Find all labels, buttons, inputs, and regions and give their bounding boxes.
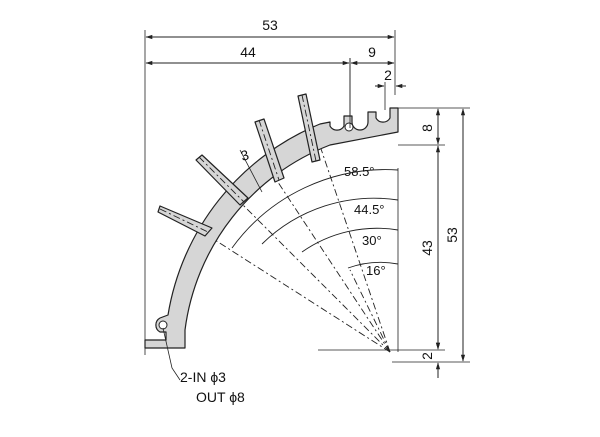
radial-line-44 <box>217 179 391 353</box>
hole-callout-line2: OUT ϕ8 <box>196 389 245 405</box>
arc-30 <box>301 227 399 253</box>
radial-line-58 <box>167 209 391 353</box>
top-hole <box>344 122 354 132</box>
angle-58-label: 58.5° <box>344 164 375 179</box>
fin-2-slot <box>198 156 245 203</box>
radial-line-30 <box>261 157 391 353</box>
dim-53-height-label: 53 <box>444 227 460 243</box>
radial-line-inner <box>349 269 391 353</box>
heatsink-profile <box>144 93 399 349</box>
angle-44-label: 44.5° <box>354 202 385 217</box>
dim-53-width-label: 53 <box>262 17 278 33</box>
bottom-hole <box>158 320 168 330</box>
fin-thickness-label: 3 <box>239 146 251 164</box>
fin-4-slot <box>301 94 317 162</box>
angle-construction <box>167 139 399 353</box>
radial-line-16 <box>317 139 391 353</box>
arc-16 <box>347 261 399 269</box>
dim-43-label: 43 <box>419 240 435 256</box>
hole-callout-leader <box>162 327 181 381</box>
dim-2-top-label: 2 <box>384 67 392 83</box>
height-dimensions <box>318 107 470 378</box>
fin-1 <box>157 205 213 237</box>
fin-1-slot <box>159 208 209 233</box>
arc-44 <box>261 197 399 245</box>
angle-30-label: 30° <box>362 233 382 248</box>
angle-16-label: 16° <box>366 263 386 278</box>
dim-8-label: 8 <box>419 124 435 132</box>
hole-callout-line1: 2-IN ϕ3 <box>180 369 226 385</box>
dim-44-label: 44 <box>240 44 256 60</box>
dim-2-bottom-label: 2 <box>419 352 435 360</box>
fin-3-slot <box>258 119 280 181</box>
arc-58 <box>231 169 399 249</box>
dim-9-label: 9 <box>368 44 376 60</box>
fin-thickness-leader <box>239 149 263 193</box>
